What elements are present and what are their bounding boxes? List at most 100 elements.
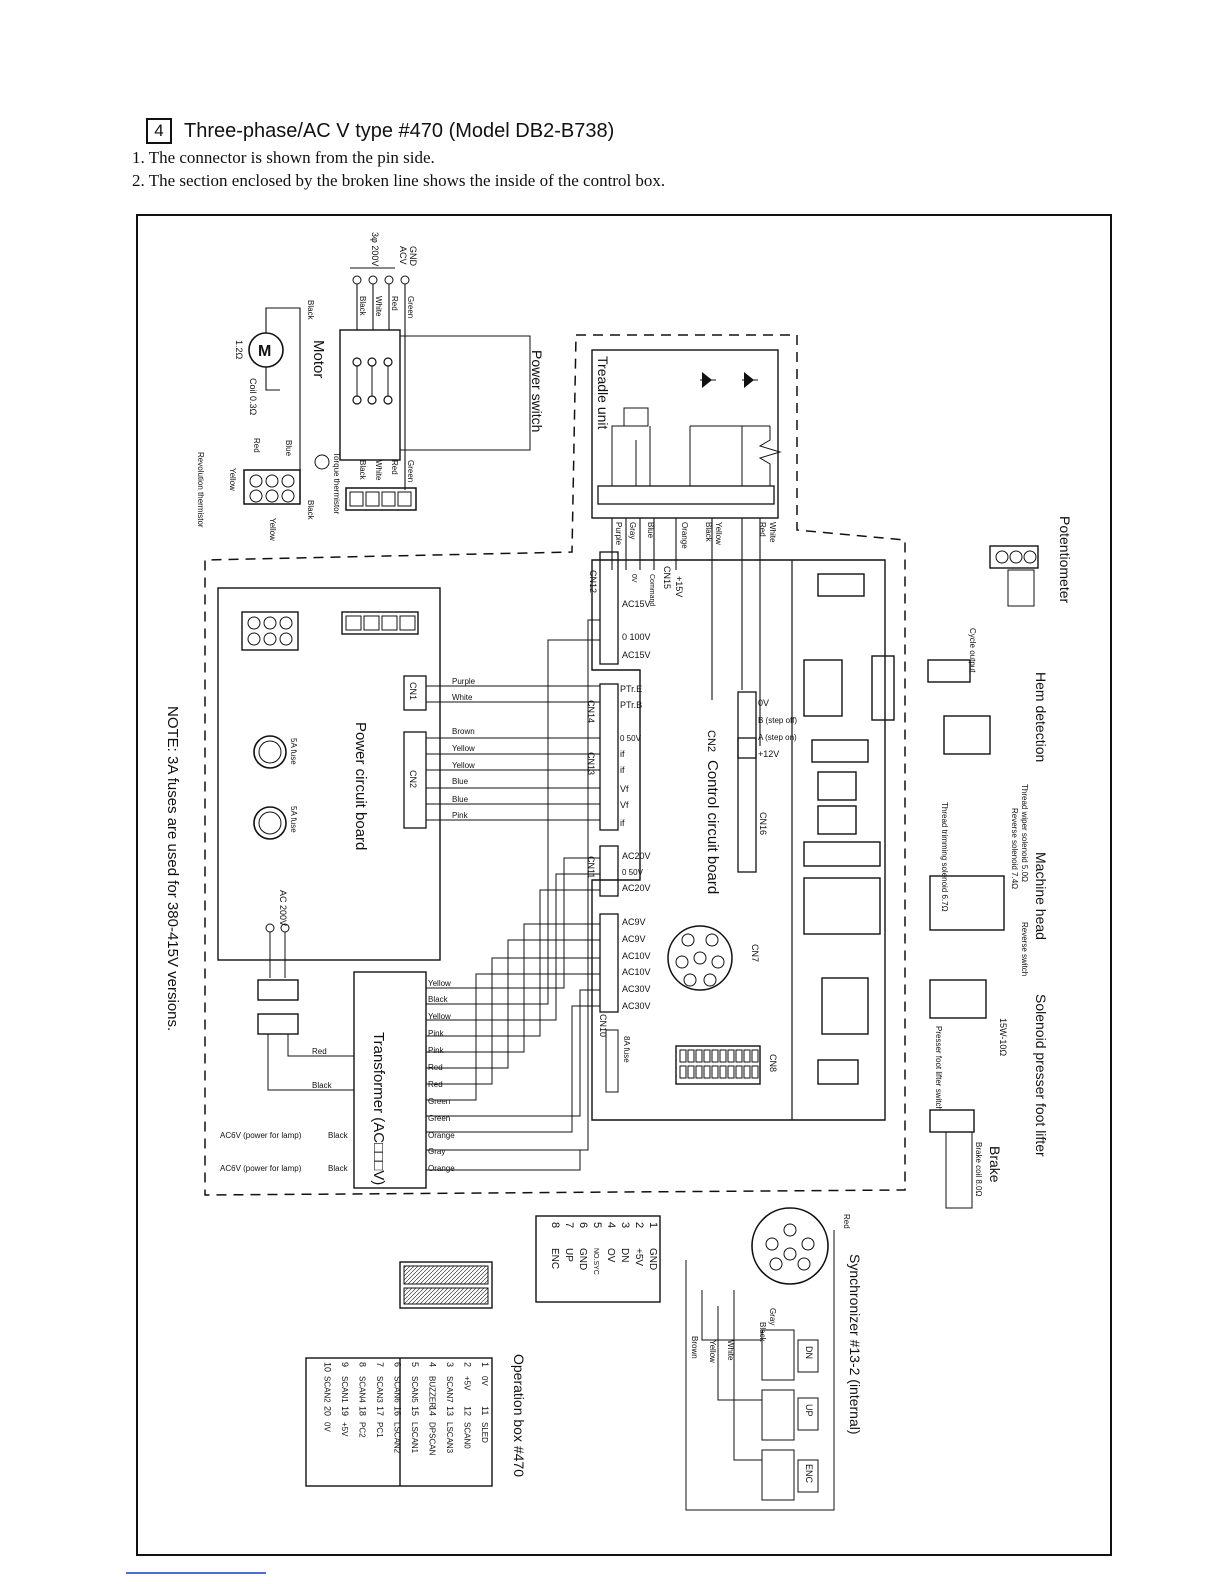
wire-sync-gray: Gray: [768, 1308, 777, 1325]
cn16-strip: 0V B (step off) A (step on) +12V: [737, 691, 797, 759]
wire-cn2-red: Red: [312, 1047, 327, 1056]
wire-tr-1: Black: [428, 995, 449, 1004]
transformer-wire-labels: Yellow Black Yellow Pink Pink Red Red Gr…: [428, 979, 455, 1173]
up-label: UP: [804, 1404, 814, 1417]
sig-cn10-2: AC10V: [622, 951, 651, 961]
treadle-unit-label: Treadle unit: [595, 356, 611, 430]
op-row-pin-a: 6: [393, 1362, 403, 1367]
sig-cn14-0: PTr.E: [620, 684, 642, 694]
sync-pin-signal: GND: [577, 1248, 588, 1270]
sig-cn10-1: AC9V: [622, 934, 646, 944]
svg-text:5A fuse: 5A fuse: [289, 738, 298, 765]
hem-detection: Hem detection: [943, 672, 1049, 762]
wire-tr-0: Yellow: [428, 979, 451, 988]
wire-tr-3: Pink: [428, 1029, 445, 1038]
reverse-solenoid-label: Reverse solenoid 7.4Ω: [1010, 808, 1019, 889]
sync-pin-number: 2: [633, 1222, 645, 1228]
wire-lamp-black-2: Black: [328, 1164, 349, 1173]
sig-cn14-1: PTr.B: [620, 700, 642, 710]
wire-supply-black: Black: [358, 296, 367, 317]
diagram-frame: [136, 214, 1112, 1556]
wire-pb-blue-2: Blue: [452, 795, 469, 804]
op-row-pin-b: 20: [323, 1406, 333, 1416]
operation-box-table: 10V11SLED2+5V12SCAN03SCAN713LSCAN34BUZZE…: [305, 1357, 493, 1487]
op-row-pin-a: 9: [340, 1362, 350, 1367]
op-row-sig-b: +5V: [340, 1422, 349, 1437]
footer-rule: [126, 1572, 266, 1574]
sync-pin-number: 1: [647, 1222, 659, 1228]
sig-cn11-0: AC20V: [622, 851, 651, 861]
control-board-connectors: [803, 573, 895, 1085]
op-row-pin-b: 17: [375, 1406, 385, 1416]
power-circuit-board: Power circuit board CN1 CN2 5A fuse 5A f…: [217, 587, 441, 1091]
reverse-switch-label: Reverse switch: [1020, 922, 1029, 976]
supply-terminals: GND ACV 3φ 200V Green Red White Black Gr…: [350, 232, 418, 490]
op-row-sig-b: PC2: [358, 1422, 367, 1438]
op-row-pin-b: 12: [463, 1406, 473, 1416]
svg-text:M: M: [258, 343, 271, 360]
ac-200v-label: AC 200V: [278, 890, 288, 926]
svg-text:CN11: CN11: [586, 856, 596, 878]
sig-cn13-1: if: [620, 749, 625, 759]
sync-pin-number: 8: [549, 1222, 561, 1228]
wire-tr-4: Pink: [428, 1046, 445, 1055]
supply-200v-label: 3φ 200V: [370, 232, 380, 266]
coil-label: Coil 0.3Ω: [248, 378, 258, 416]
op-row-pin-b: 13: [445, 1406, 455, 1416]
sig-cn15-2: 0V: [630, 574, 637, 583]
cn16-label: CN16: [758, 812, 768, 835]
wire-supply-red: Red: [390, 296, 399, 311]
cn8-label: CN8: [768, 1054, 778, 1072]
op-row-pin-a: 2: [463, 1362, 473, 1367]
cycle-output-label: Cycle output: [968, 628, 977, 673]
cn2-label: CN2: [705, 730, 717, 752]
brake-label: Brake: [987, 1146, 1003, 1183]
wire-tr-8: Green: [428, 1114, 450, 1123]
control-circuit-board-label: Control circuit board: [704, 760, 721, 894]
wire-pb-yellow-1: Yellow: [452, 744, 475, 753]
transformer-label: Transformer (AC□□□V): [370, 1032, 387, 1185]
wire-motor-yellow: Yellow: [228, 468, 237, 491]
wire-sync-black: Black: [758, 1322, 767, 1343]
wire-tr-5: Red: [428, 1063, 443, 1072]
wire-treadle-white: White: [768, 522, 777, 543]
power-to-control-wires: [426, 619, 600, 1171]
wire-supply-green: Green: [406, 296, 415, 318]
sig-cn13-0: 0 50V: [620, 734, 642, 743]
brake-coil-label: Brake coil 8.0Ω: [974, 1142, 983, 1196]
sync-pin-number: 7: [563, 1222, 575, 1228]
synchronizer: Synchronizer #13-2 (internal) DN UP ENC …: [685, 1207, 863, 1511]
op-row-sig-b: DPSCAN: [428, 1422, 437, 1456]
sig-cn15-1: Command: [648, 574, 655, 606]
power-circuit-board-label: Power circuit board: [352, 722, 369, 850]
motor-ohm: 1.2Ω: [234, 340, 244, 360]
thread-trimming-label: Thread trimming solenoid 6.7Ω: [940, 802, 949, 912]
sig-cn10-5: AC30V: [622, 1001, 651, 1011]
wire-pb-purple: Purple: [452, 677, 476, 686]
wire-pb-white: White: [452, 693, 473, 702]
wire-supply-green-2: Green: [406, 460, 415, 482]
operation-box-rows: 10V11SLED2+5V12SCAN03SCAN713LSCAN34BUZZE…: [323, 1362, 491, 1456]
wire-supply-black-2: Black: [358, 460, 367, 481]
brake: Brake Brake coil 8.0Ω: [929, 1109, 1003, 1209]
wire-supply-red-2: Red: [390, 460, 399, 475]
torque-thermistor-label: Torque thermistor: [332, 452, 341, 515]
op-row-pin-b: 19: [340, 1406, 350, 1416]
sync-pin-number: 5: [591, 1222, 603, 1228]
op-row-sig-a: SCAN3: [375, 1376, 384, 1403]
op-row-sig-b: LSCAN3: [445, 1422, 454, 1454]
wire-treadle-blue: Blue: [646, 522, 655, 539]
pcb-connector-4: [341, 611, 419, 635]
cn7-connector: [667, 925, 733, 991]
op-row-sig-a: SCAN1: [340, 1376, 349, 1403]
op-row-pin-a: 5: [410, 1362, 420, 1367]
dn-label: DN: [804, 1346, 814, 1359]
op-row-sig-a: BUZZER: [428, 1376, 437, 1408]
wire-treadle-red: Red: [758, 522, 767, 537]
sig-cn13-4: Vf: [620, 800, 629, 810]
fuse-8a-label: 8A fuse: [622, 1036, 631, 1063]
power-input-connector: [345, 487, 417, 511]
wire-tr-9: Orange: [428, 1131, 455, 1140]
motor-connector: [243, 469, 301, 505]
